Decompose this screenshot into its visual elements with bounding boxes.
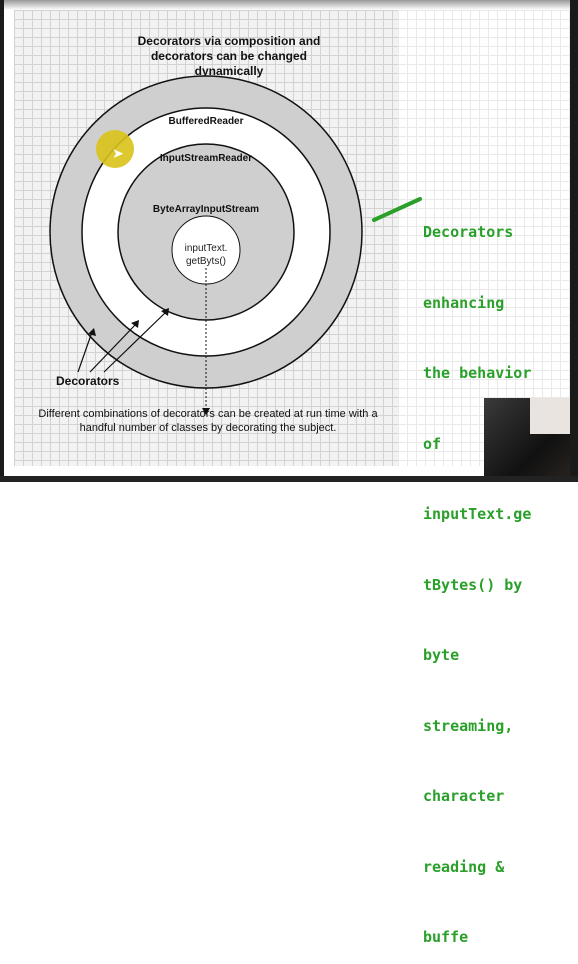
decorators-label: Decorators (56, 374, 120, 388)
top-shadow (0, 0, 578, 10)
title-line-2: decorators can be changed (150, 49, 308, 63)
decorator-arrow-1 (77, 331, 93, 373)
annotation-text: Decorators enhancing the behavior of inp… (423, 174, 573, 964)
annotation-line: the behavior (423, 364, 532, 382)
diagram-caption: Different combinations of decorators can… (38, 408, 378, 434)
decorator-arrowhead-1 (88, 328, 96, 336)
decorator-arrow-3 (103, 311, 167, 373)
label-byte-array-input-stream: ByteArrayInputStream (152, 204, 260, 215)
annotation-line: character (423, 787, 505, 805)
decorator-arrowhead-3 (161, 308, 169, 316)
decorator-arrowhead-2 (131, 320, 139, 328)
label-buffered-reader: BufferedReader (168, 116, 244, 127)
annotation-line: tBytes() by (423, 575, 523, 594)
annotation-line: enhancing (423, 293, 505, 312)
cursor-highlight (96, 130, 134, 168)
annotation-line: byte (423, 646, 460, 664)
annotation-line: of (423, 434, 442, 453)
title-line-1: Decorators via composition and (137, 34, 321, 48)
center-line-2: getByts() (185, 256, 226, 267)
annotation-line: streaming, (423, 716, 514, 735)
annotation-line: inputText.ge (423, 505, 532, 523)
label-input-stream-reader: InputStreamReader (159, 153, 253, 164)
diagram-title: Decorators via composition and decorator… (98, 34, 360, 79)
left-border (0, 0, 4, 482)
annotation-panel (398, 10, 570, 466)
bottom-border (0, 476, 578, 482)
center-label: inputText. getByts() (170, 242, 242, 268)
annotation-line: buffe (423, 928, 469, 946)
center-line-1: inputText. (184, 243, 228, 254)
annotation-line: Decorators (423, 223, 514, 241)
green-pen-stroke (372, 197, 422, 222)
mouse-cursor-icon: ➤ (112, 145, 124, 161)
right-border (570, 0, 578, 482)
title-line-3: dynamically (194, 64, 264, 78)
annotation-line: reading & (423, 857, 505, 876)
dotted-arrow-head (202, 408, 210, 415)
decorator-arrow-2 (89, 323, 137, 373)
